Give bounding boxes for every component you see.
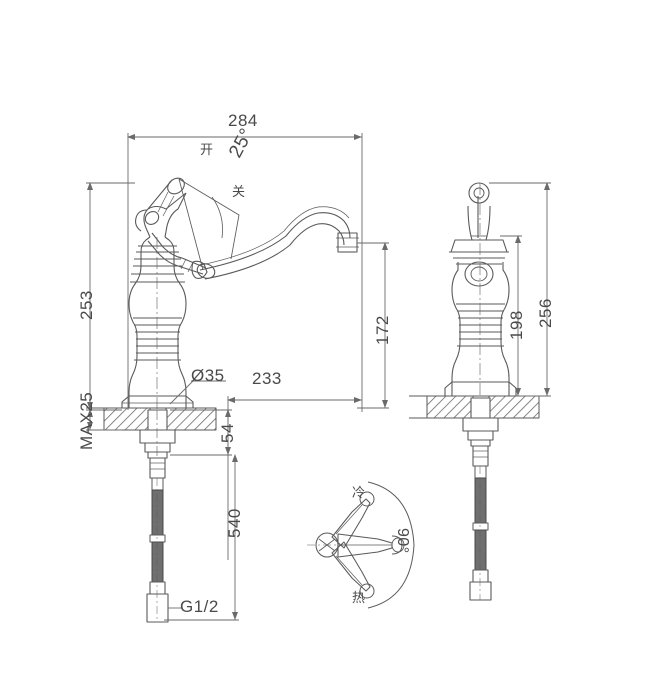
dim-label-mount-hole: Ø35 xyxy=(191,366,225,385)
dim-label-deck-thickness: MAX25 xyxy=(77,391,96,450)
mounting-shank-side xyxy=(462,397,499,447)
dim-label-hose-length: 540 xyxy=(225,508,244,538)
side-body-left xyxy=(451,262,461,396)
annotation-swivel-hot: 热 xyxy=(352,591,366,606)
flexible-hose-front xyxy=(146,457,169,623)
dim-label-thread: G1/2 xyxy=(180,597,219,616)
swivel-plan-view xyxy=(307,481,415,609)
side-handle xyxy=(467,182,491,241)
annotation-handle-close: 关 xyxy=(232,185,246,200)
dim-label-overall-width: 284 xyxy=(228,111,258,130)
body-ribs xyxy=(133,317,182,361)
handle-angle-indicator xyxy=(178,178,240,271)
mounting-shank-front xyxy=(139,409,176,470)
spout xyxy=(191,206,359,280)
dim-label-shank-length: 54 xyxy=(218,423,237,443)
dim-label-side-outer-height: 256 xyxy=(536,298,555,328)
spout-upper-position xyxy=(331,498,371,549)
dimension-lines xyxy=(86,133,551,621)
spout-lower-position xyxy=(331,541,371,592)
handle-knob xyxy=(167,177,185,195)
side-body-right xyxy=(500,262,510,396)
side-elevation-view xyxy=(409,182,540,601)
flexible-hose-side xyxy=(469,445,492,601)
body-collar-lines xyxy=(130,245,185,283)
dim-label-body-height: 253 xyxy=(77,290,96,320)
dim-label-side-inner-height: 198 xyxy=(507,310,526,340)
annotation-handle-open: 开 xyxy=(200,143,214,158)
dim-label-spout-height: 172 xyxy=(373,315,392,345)
annotation-swivel-cold: 冷 xyxy=(352,486,366,501)
spout-center-position xyxy=(337,533,393,558)
dim-label-spout-reach: 233 xyxy=(252,369,282,388)
handle-lever xyxy=(135,177,216,279)
swivel-arc xyxy=(367,481,415,609)
side-body-ribs xyxy=(456,303,505,347)
leader-mount-hole xyxy=(169,380,194,405)
front-elevation-view xyxy=(86,177,359,623)
annotation-swivel-angle: 90° xyxy=(394,528,411,554)
